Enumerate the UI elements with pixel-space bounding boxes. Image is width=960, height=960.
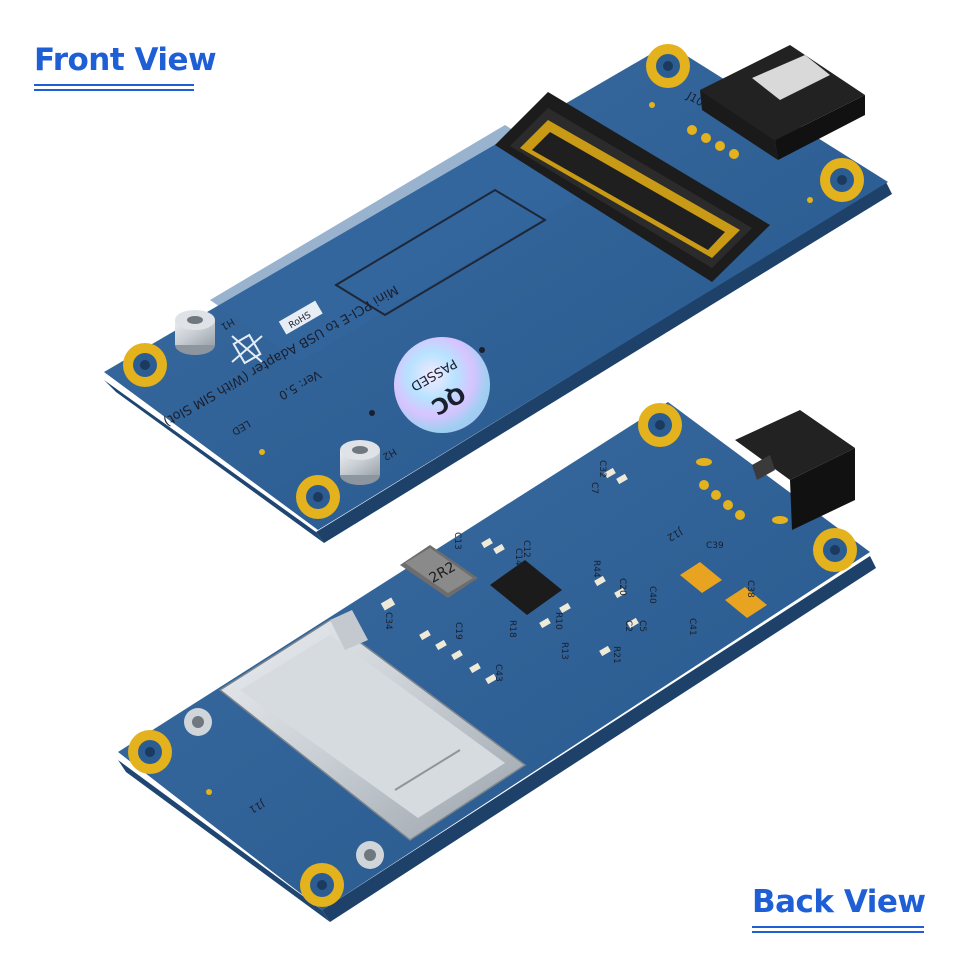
- label-c41: C41: [687, 618, 697, 636]
- qc-passed-sticker: QC PASSED: [394, 337, 490, 433]
- label-r21: R21: [611, 646, 621, 664]
- front-board: J10 QC PASSED Mini PCI-E to USB Adapter …: [104, 44, 892, 543]
- front-view-underline-2: [34, 89, 194, 91]
- front-view-underline: [34, 84, 194, 86]
- label-c7: C7: [589, 482, 599, 494]
- front-view-label: Front View: [34, 42, 217, 91]
- front-view-text: Front View: [34, 42, 217, 78]
- label-c39: C39: [706, 541, 724, 551]
- j12-pin-pads: [696, 458, 788, 524]
- front-pcb: [104, 44, 888, 530]
- smd-components: [380, 467, 639, 685]
- label-c20: C20: [617, 578, 627, 596]
- label-r10: R10: [553, 612, 563, 630]
- mount-hole-icon: [300, 863, 344, 907]
- back-view-underline-2: [752, 931, 924, 933]
- label-r13: R13: [559, 642, 569, 660]
- j12-connector: [735, 410, 855, 530]
- weee-bin-icon: [231, 333, 263, 365]
- standoff-h2: [340, 440, 380, 485]
- j10-connector: [700, 45, 865, 160]
- label-c14: C14: [513, 548, 523, 566]
- mini-pcie-slot: [495, 92, 770, 282]
- label-c19: C19: [453, 622, 463, 640]
- mount-hole-icon: [638, 403, 682, 447]
- mount-hole-icon: [296, 475, 340, 519]
- label-c38: C38: [745, 580, 755, 598]
- label-c12: C12: [521, 540, 531, 558]
- capacitor-c38: [725, 587, 767, 618]
- mount-hole-icon: [128, 730, 172, 774]
- standoff-h1: [175, 310, 215, 355]
- label-c5: C5: [637, 620, 647, 632]
- standoff-back-2: [356, 841, 384, 869]
- label-c43: C43: [493, 664, 503, 682]
- inductor-2r2: 2R2: [400, 545, 478, 598]
- back-board: J12 J11 2R2: [118, 402, 876, 922]
- label-c34: C34: [383, 612, 393, 630]
- mount-hole-icon: [813, 528, 857, 572]
- capacitor-c39: [680, 562, 722, 593]
- back-view-label: Back View: [752, 884, 926, 933]
- back-view-underline: [752, 926, 924, 928]
- back-view-text: Back View: [752, 884, 926, 920]
- back-pcb: [118, 402, 870, 910]
- j10-pin-pads: [687, 125, 739, 159]
- label-c13: C13: [452, 532, 462, 550]
- label-c2: C2: [623, 620, 633, 632]
- label-r44: R44: [591, 560, 601, 578]
- standoff-back: [184, 708, 212, 736]
- mount-hole-icon: [820, 158, 864, 202]
- ic-chip: [490, 560, 562, 615]
- mount-hole-icon: [646, 44, 690, 88]
- label-c40: C40: [647, 586, 657, 604]
- mount-hole-icon: [123, 343, 167, 387]
- label-r18: R18: [507, 620, 517, 638]
- label-c32: C32: [597, 460, 607, 478]
- sim-card-slot: [218, 610, 527, 841]
